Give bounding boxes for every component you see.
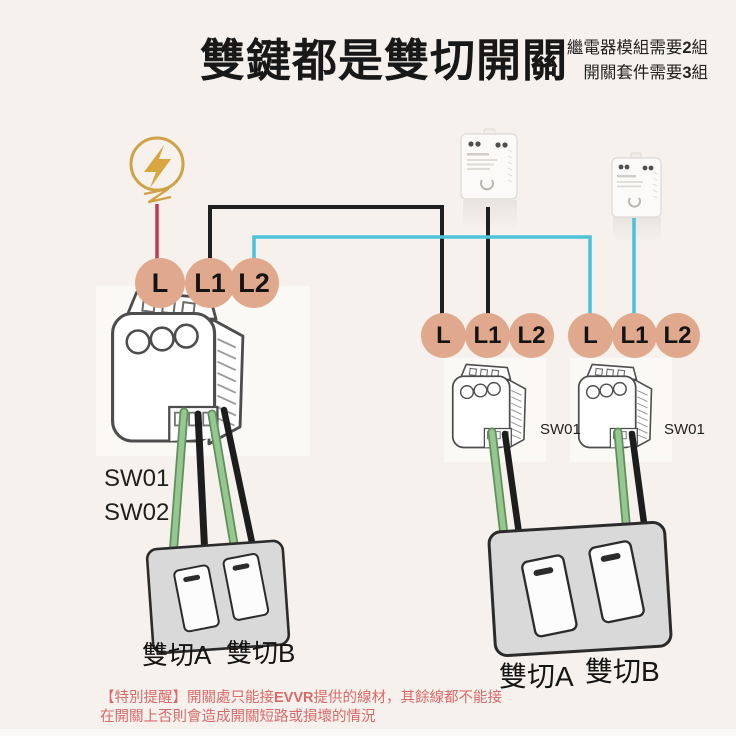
warning-line-2: 在開關上否則會造成開關短路或損壞的情況 — [100, 709, 376, 725]
main-module-sw01-label: SW01 — [104, 465, 170, 492]
terminal-a-l1: L1 — [465, 313, 510, 358]
right-rocker-b[interactable] — [588, 540, 645, 624]
note-relay-modules: 繼電器模組需要2組 — [566, 39, 708, 57]
terminal-b-l: L — [568, 313, 613, 358]
module-a-tag: SW01 — [540, 421, 581, 438]
wire-cyan-l2-to-groupB — [252, 235, 592, 314]
left-rocker-a[interactable] — [173, 564, 220, 633]
relay-photo-b — [611, 152, 662, 243]
requirement-notes: 繼電器模組需要2組 開關套件需要3組 — [540, 36, 708, 86]
terminal-main-l1: L1 — [185, 258, 235, 308]
terminal-b-l2: L2 — [655, 313, 700, 358]
right-switch-a-label: 雙切A — [499, 661, 574, 692]
terminal-main-l2: L2 — [229, 258, 279, 308]
left-switch-a-label: 雙切A — [142, 640, 212, 670]
module-b-tag: SW01 — [664, 421, 705, 438]
left-switch-plate — [145, 539, 291, 655]
note-switch-kits: 開關套件需要3組 — [583, 64, 708, 82]
terminal-main-l: L — [135, 258, 185, 308]
terminal-a-l: L — [421, 313, 466, 358]
page-title: 雙鍵都是雙切開關 — [199, 35, 568, 86]
right-switch-b-label: 雙切B — [585, 656, 660, 687]
warning-note: 【特別提醒】開關處只能接EVVR提供的線材，其餘線都不能接 在開關上否則會造成開… — [100, 689, 580, 727]
main-module-switch-wires — [168, 406, 258, 561]
relay-photo-a — [460, 128, 518, 230]
warning-line-1: 【特別提醒】開關處只能接EVVR提供的線材，其餘線都不能接 — [100, 690, 502, 706]
right-rocker-a[interactable] — [521, 554, 578, 638]
power-lightning-icon — [129, 136, 185, 204]
wire-black-l1-to-groupA — [208, 205, 444, 314]
terminal-b-l1: L1 — [612, 313, 657, 358]
terminal-a-l2: L2 — [509, 313, 554, 358]
left-switch-b-label: 雙切B — [226, 638, 296, 668]
main-module-sw02-label: SW02 — [104, 499, 170, 526]
left-rocker-b[interactable] — [222, 552, 270, 621]
right-switch-plate — [487, 520, 673, 658]
bottom-edge-strip — [0, 729, 736, 736]
main-module-channel-labels: SW01 SW02 — [104, 462, 169, 530]
